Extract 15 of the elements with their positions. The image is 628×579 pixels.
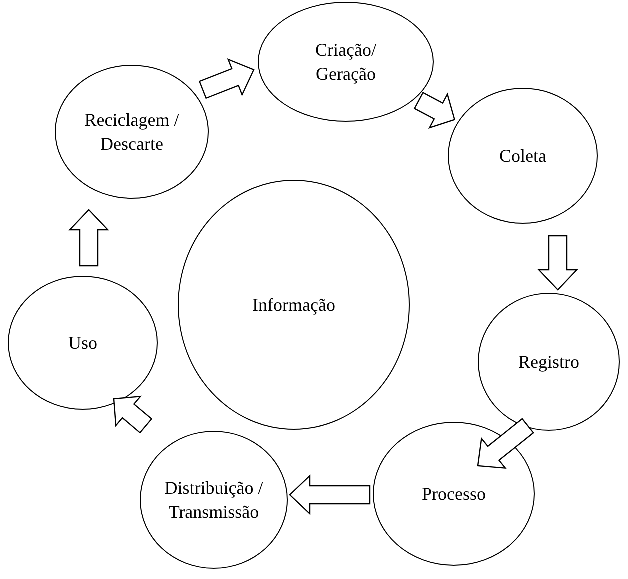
node-label: Uso: [68, 332, 98, 355]
node-label: Criação/ Geração: [314, 38, 378, 86]
block-arrow: [289, 474, 371, 516]
node-label: Distribuição / Transmissão: [164, 476, 264, 524]
block-arrow: [477, 418, 534, 470]
node-label: Processo: [422, 482, 486, 506]
node-label: Reciclagem / Descarte: [84, 108, 180, 156]
block-arrow: [538, 235, 578, 291]
block-arrow: [414, 92, 456, 130]
block-arrow: [68, 209, 110, 267]
node-label: Registro: [518, 350, 580, 374]
block-arrow: [113, 396, 153, 434]
node-label: Coleta: [500, 144, 546, 168]
block-arrow: [198, 58, 255, 100]
node-label: Informação: [252, 294, 336, 317]
